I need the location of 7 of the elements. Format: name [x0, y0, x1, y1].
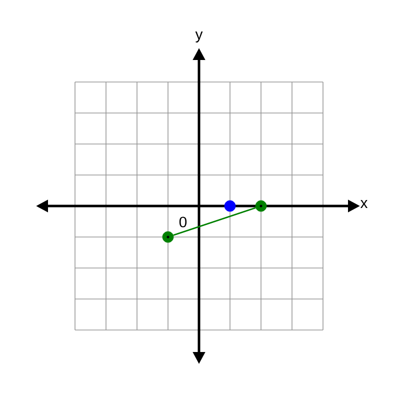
point	[162, 231, 174, 243]
origin-label: 0	[179, 216, 187, 228]
point	[255, 200, 267, 212]
point	[224, 200, 236, 212]
axis-label: x	[360, 200, 368, 208]
line-segment	[173, 207, 256, 236]
axis-label: y	[195, 32, 203, 42]
